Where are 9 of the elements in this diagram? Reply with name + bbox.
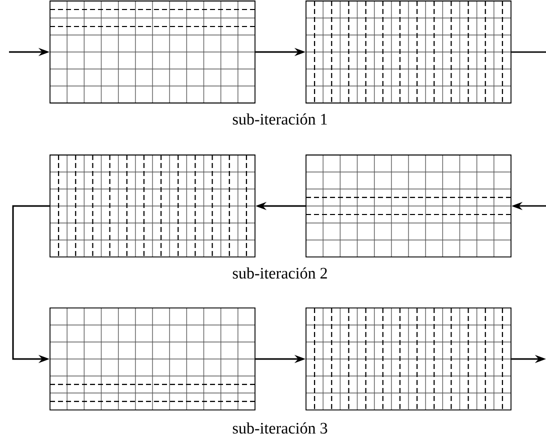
grid-box bbox=[50, 0, 256, 104]
grid-box bbox=[50, 154, 256, 258]
grid-box bbox=[50, 308, 256, 410]
caption: sub-iteración 3 bbox=[232, 422, 328, 434]
grid-box bbox=[306, 154, 512, 258]
grid-box bbox=[306, 308, 512, 410]
caption: sub-iteración 2 bbox=[232, 267, 327, 279]
grid-box bbox=[306, 0, 512, 104]
caption: sub-iteración 1 bbox=[232, 113, 327, 125]
